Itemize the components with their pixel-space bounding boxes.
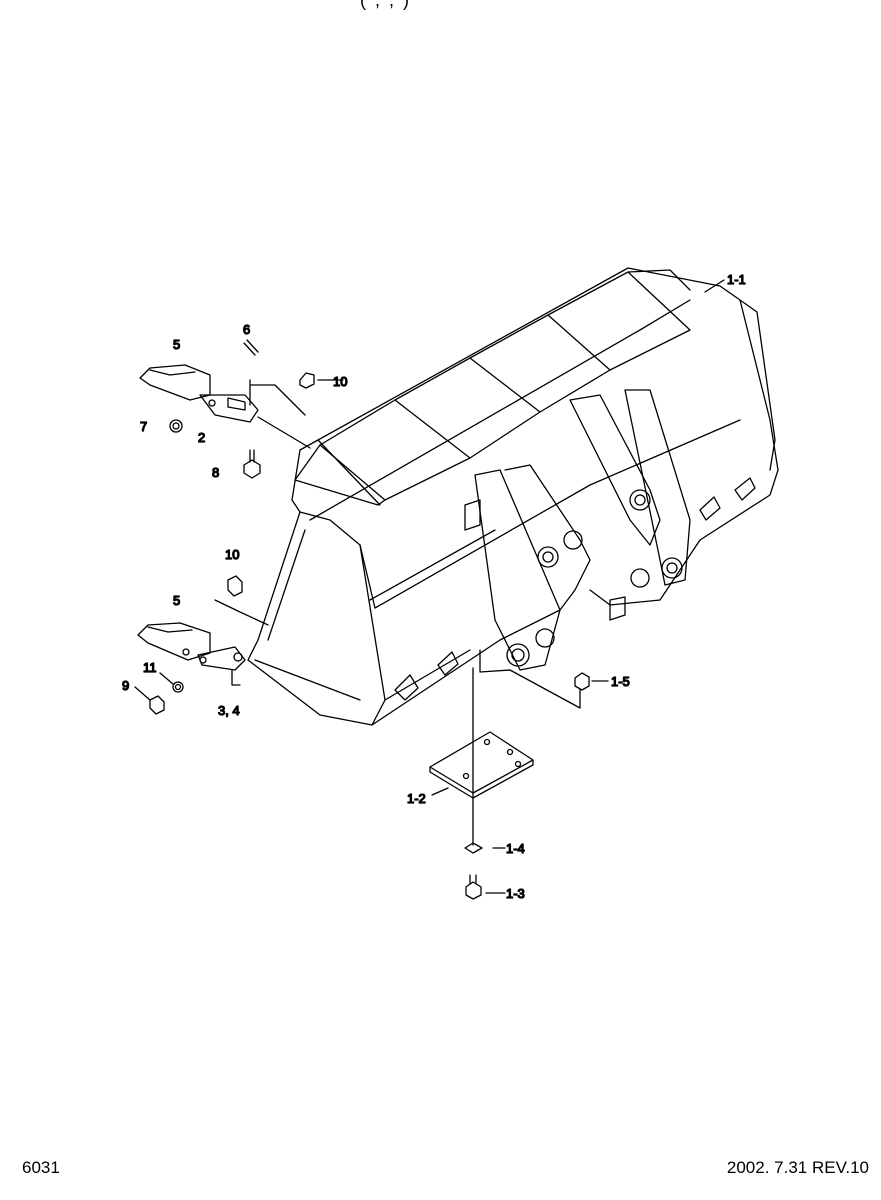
callout-2: 2 (198, 430, 205, 445)
top-rib-plates (294, 269, 691, 506)
nut-10-left (227, 575, 243, 597)
callout-1-4: 1-4 (506, 841, 525, 856)
callout-8: 8 (212, 465, 219, 480)
tooth-assembly-bottom (134, 575, 269, 715)
callout-7: 7 (140, 419, 147, 434)
callout-11: 11 (143, 660, 157, 675)
callout-3-4: 3, 4 (218, 703, 240, 718)
bolt-8 (243, 459, 261, 479)
page-number: 6031 (22, 1158, 60, 1177)
header-fragment: ( , , ) (360, 0, 411, 10)
callout-6: 6 (243, 322, 250, 337)
edge-plate (429, 731, 534, 794)
callout-10-top: 10 (333, 374, 347, 389)
adapter-bottom (197, 646, 246, 671)
bolt-9 (149, 695, 165, 715)
washer-1-4 (464, 842, 483, 854)
pin-6 (246, 339, 259, 353)
bolt-1-3 (465, 881, 482, 900)
callout-5-top: 5 (173, 337, 180, 352)
callout-1-5: 1-5 (611, 674, 630, 689)
callout-1-1: 1-1 (727, 272, 746, 287)
callout-9: 9 (122, 678, 129, 693)
washer-7 (169, 419, 183, 433)
tooth-assembly-top (139, 339, 344, 479)
callout-1-2: 1-2 (407, 791, 426, 806)
callout-1-3: 1-3 (506, 886, 525, 901)
adapter-top (199, 394, 259, 423)
tooth-bottom (137, 622, 211, 661)
callout-5-bottom: 5 (173, 593, 180, 608)
nut-10-top (299, 372, 315, 389)
leader-1-1 (704, 279, 725, 293)
date-revision: 2002. 7.31 REV.10 (726, 1158, 869, 1177)
mounting-brackets (464, 389, 691, 671)
washer-11 (172, 681, 184, 693)
callout-10-left: 10 (225, 547, 239, 562)
nut-1-5 (574, 672, 590, 691)
edge-plate-hardware (429, 649, 609, 900)
tooth-top (139, 364, 211, 401)
bucket-body (247, 267, 779, 726)
